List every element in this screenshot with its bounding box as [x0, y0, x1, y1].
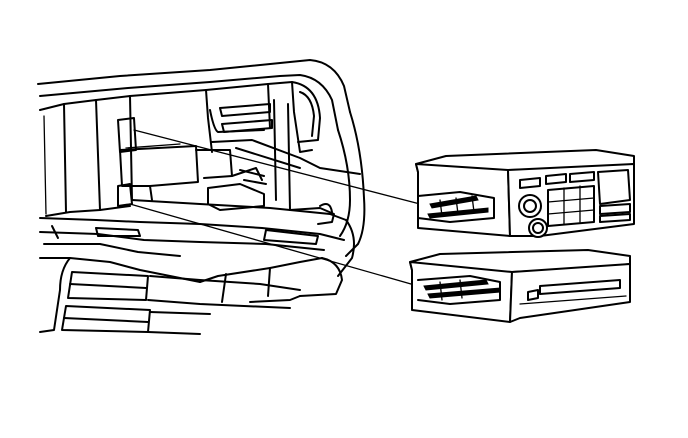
cassette-player — [409, 249, 631, 323]
upper-bracket — [267, 81, 313, 153]
leader-line-upper — [133, 129, 421, 205]
shelf-bar-upper — [219, 103, 271, 117]
dash-right-frame — [345, 111, 366, 257]
leader-lines — [129, 129, 433, 291]
instrument-panel-cavity — [37, 59, 366, 335]
cassette-slot — [539, 279, 621, 295]
radio-knob-upper — [518, 194, 542, 218]
cassette-side-bracket — [417, 275, 501, 305]
back-wall-panel — [129, 89, 213, 153]
slanted-shelf — [211, 139, 361, 175]
cavity-left-wall — [39, 99, 101, 217]
radio-side-bracket — [417, 191, 495, 223]
mount-slot — [117, 117, 137, 153]
cassette-front-face — [509, 263, 631, 323]
console-curve — [199, 257, 323, 283]
leader-line-lower — [129, 203, 433, 291]
dash-top-edge — [37, 59, 351, 113]
dash-top-inner-edge — [39, 74, 339, 131]
center-mount — [119, 145, 199, 187]
shelf-bar-lower — [221, 119, 273, 133]
cavity-floor — [131, 199, 347, 221]
radio-receiver — [415, 149, 635, 238]
radio-display — [597, 169, 631, 205]
radio-knob-lower — [528, 218, 548, 238]
dash-right-frame-inner — [337, 129, 351, 237]
lower-vent — [67, 271, 149, 301]
